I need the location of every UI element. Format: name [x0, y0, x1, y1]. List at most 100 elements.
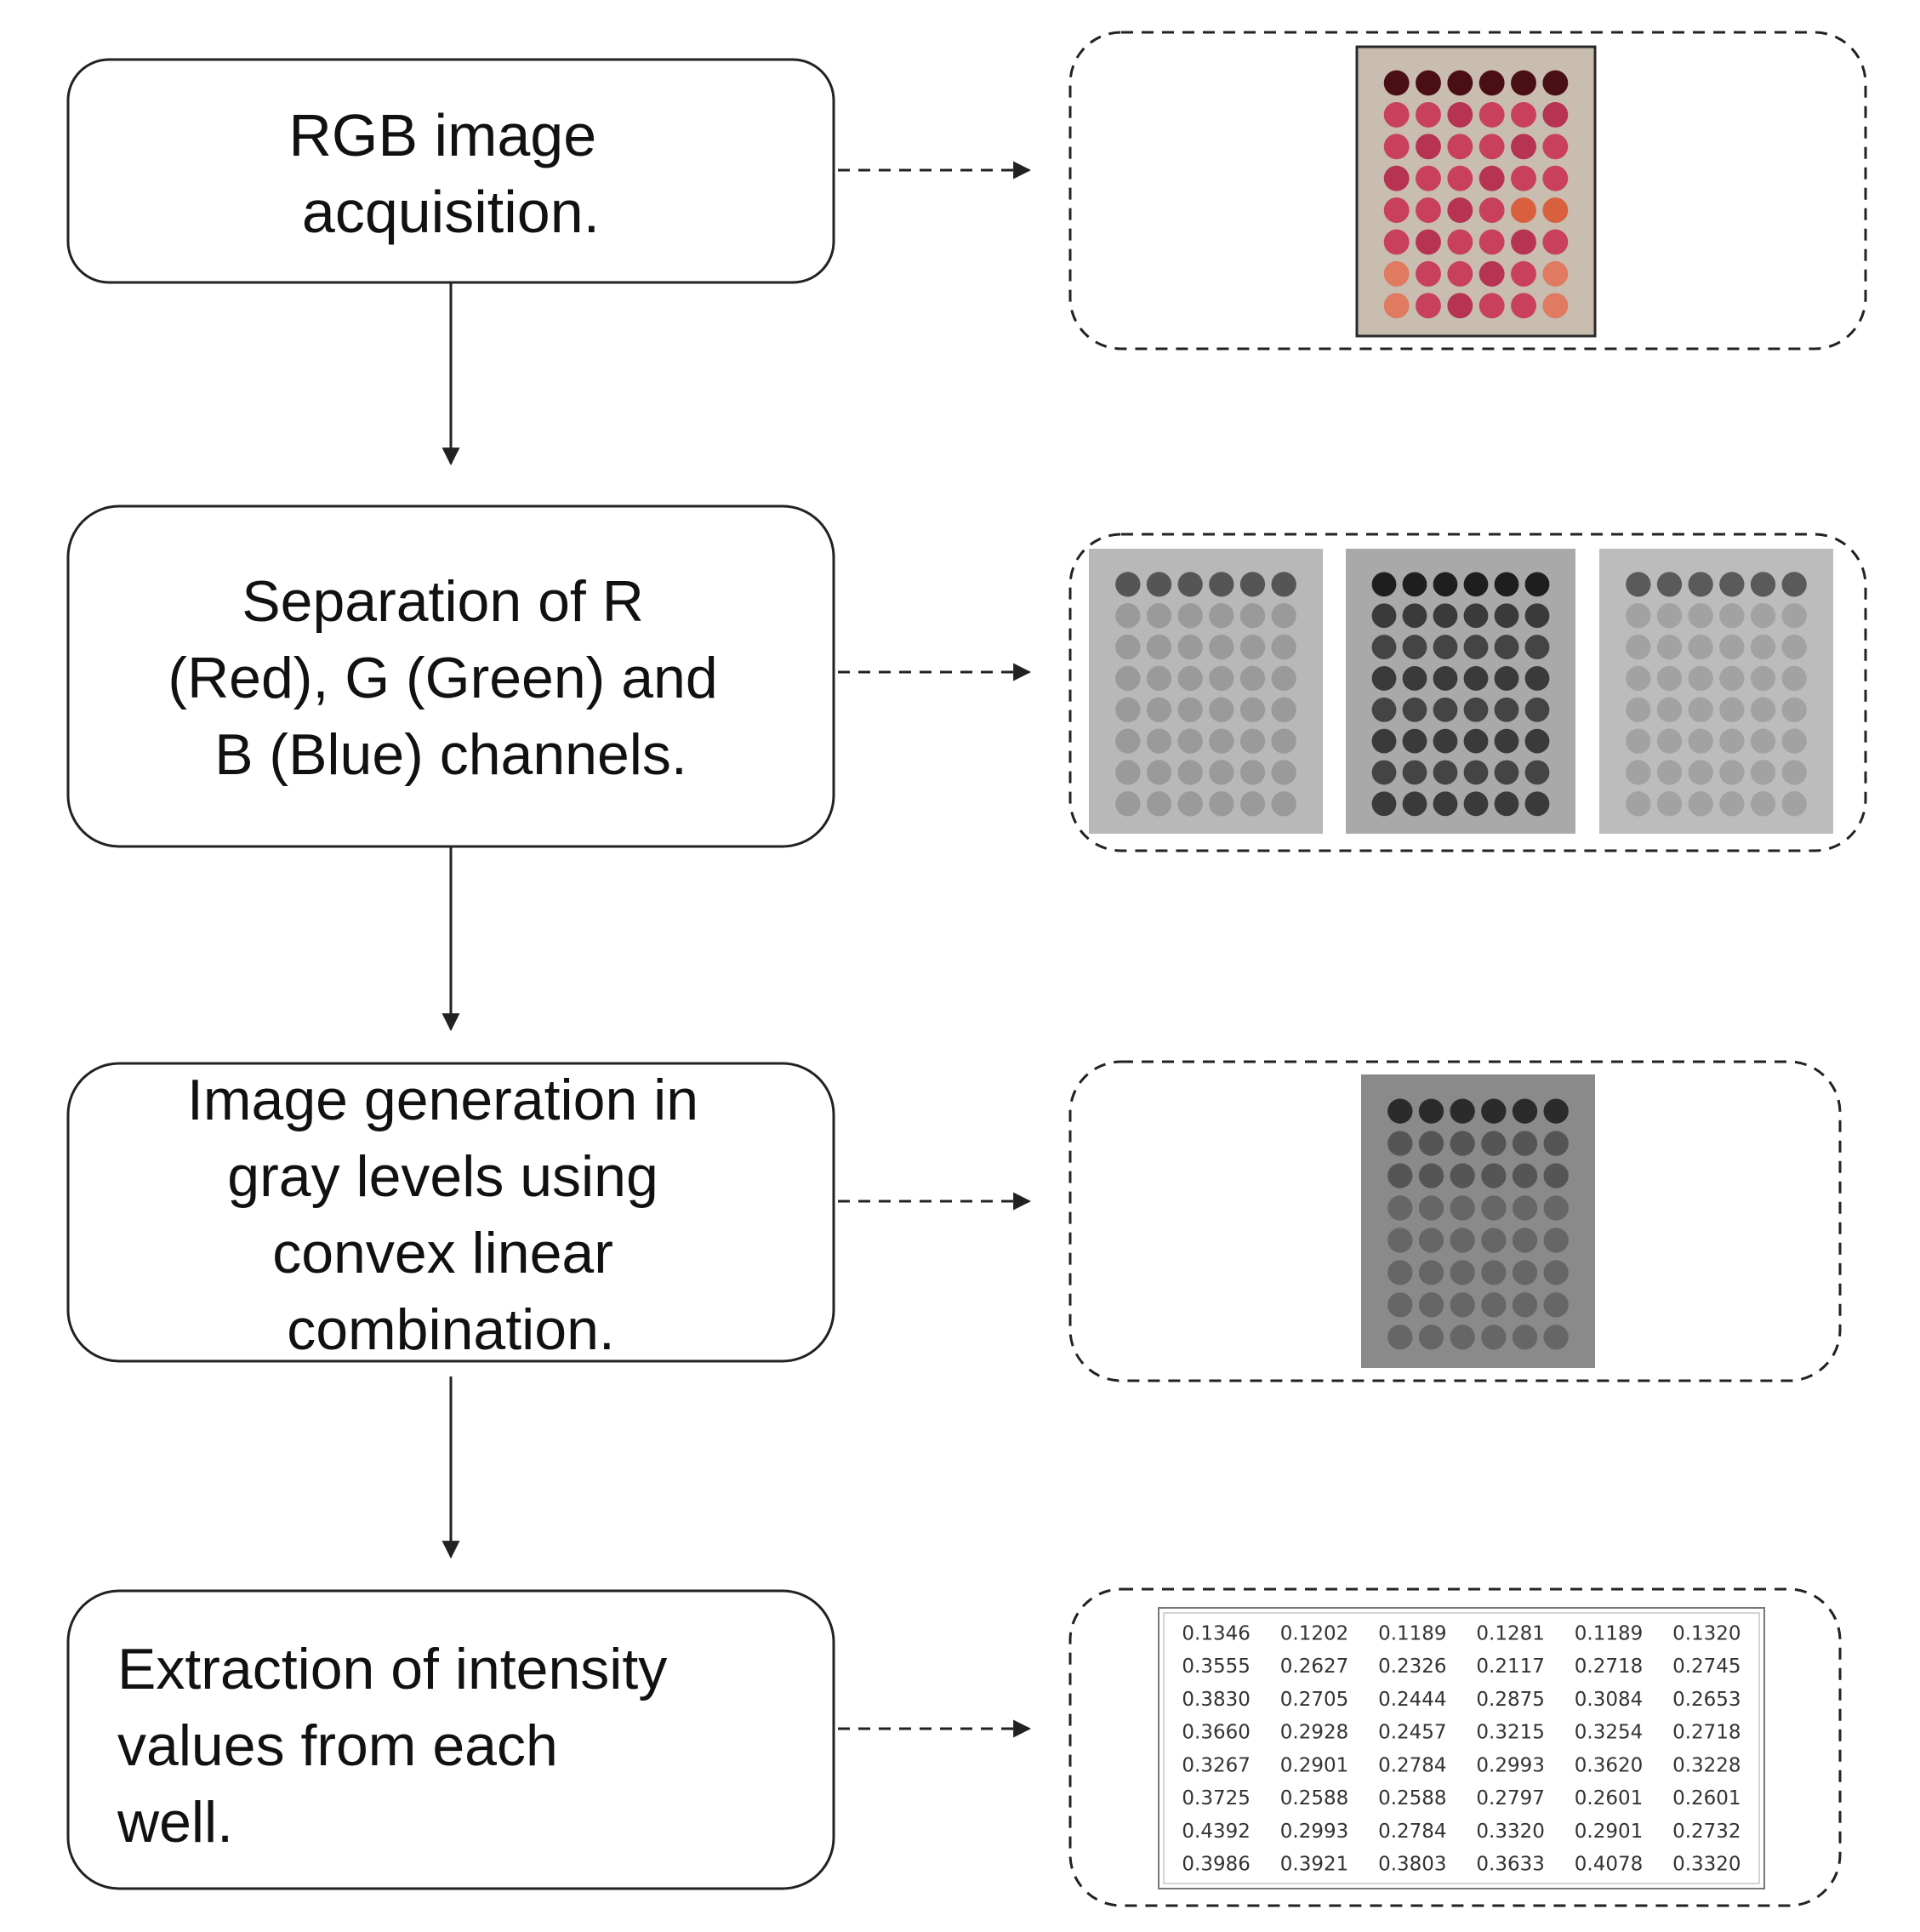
plate-well: [1511, 260, 1536, 287]
table-cell: 0.3986: [1182, 1854, 1250, 1876]
plate-well: [1418, 1131, 1444, 1156]
plate-well: [1463, 603, 1489, 629]
table-cell: 0.3228: [1672, 1754, 1741, 1776]
plate-well: [1433, 603, 1458, 629]
plate-well: [1271, 572, 1296, 597]
table-cell: 0.3254: [1575, 1722, 1643, 1744]
plate-well: [1542, 70, 1569, 96]
table-cell: 0.4078: [1575, 1854, 1643, 1876]
plate-well: [1387, 1292, 1413, 1318]
plate-well: [1115, 634, 1141, 660]
step-1-line-1: RGB image: [288, 102, 596, 168]
plate-well: [1524, 728, 1550, 754]
table-cell: 0.2901: [1280, 1754, 1348, 1776]
plate-well: [1115, 791, 1141, 817]
plate-well: [1542, 101, 1569, 128]
table-cell: 0.1202: [1280, 1622, 1348, 1644]
plate-well: [1416, 260, 1441, 287]
plate-well: [1239, 791, 1266, 817]
step-4-line-3: well.: [117, 1790, 233, 1855]
plate-well: [1416, 197, 1441, 224]
plate-well: [1146, 603, 1172, 629]
plate-well: [1271, 760, 1296, 785]
table-cell: 0.2588: [1378, 1787, 1446, 1809]
plate-well: [1688, 603, 1713, 629]
plate-well: [1688, 665, 1713, 692]
plate-well: [1481, 1292, 1507, 1318]
green-channel-image: [1346, 549, 1575, 834]
plate-well: [1383, 70, 1410, 96]
plate-well: [1447, 293, 1473, 319]
table-cell: 0.1281: [1476, 1622, 1544, 1644]
plate-well: [1209, 603, 1234, 629]
plate-well: [1481, 1260, 1507, 1285]
plate-well: [1481, 1163, 1507, 1188]
plate-well: [1146, 572, 1172, 597]
plate-well: [1271, 697, 1296, 722]
plate-well: [1750, 665, 1776, 692]
plate-well: [1543, 1098, 1569, 1124]
plate-well: [1719, 791, 1745, 817]
plate-well: [1209, 760, 1234, 785]
plate-well: [1512, 1195, 1538, 1221]
plate-well: [1542, 260, 1569, 287]
plate-well: [1781, 572, 1807, 597]
red-channel-image: [1089, 549, 1323, 834]
plate-well: [1177, 728, 1203, 754]
step-3-box: Image generation in gray levels using co…: [66, 1062, 835, 1363]
plate-well: [1402, 760, 1427, 785]
plate-well: [1481, 1195, 1507, 1221]
plate-well: [1512, 1325, 1538, 1350]
plate-well: [1383, 134, 1410, 160]
plate-well: [1688, 697, 1713, 722]
table-cell: 0.3320: [1476, 1821, 1544, 1843]
plate-well: [1750, 760, 1776, 785]
plate-well: [1719, 665, 1745, 692]
plate-well: [1626, 603, 1651, 629]
plate-well: [1781, 665, 1807, 692]
step-4-line-1: Extraction of intensity: [117, 1637, 667, 1701]
plate-well: [1177, 760, 1203, 785]
plate-well: [1450, 1260, 1475, 1285]
plate-well: [1433, 635, 1458, 659]
plate-well: [1463, 666, 1489, 691]
plate-well: [1481, 1325, 1507, 1350]
plate-well: [1450, 1228, 1475, 1253]
step-2-box: Separation of R (Red), G (Green) and B (…: [66, 504, 835, 848]
step-1-line-2: acquisition.: [302, 179, 600, 245]
plate-well: [1447, 101, 1473, 128]
plate-well: [1463, 635, 1489, 659]
table-cell: 0.2326: [1378, 1656, 1446, 1678]
plate-well: [1371, 603, 1397, 629]
plate-well: [1512, 1131, 1538, 1156]
plate-well: [1542, 134, 1569, 160]
step-2-text: Separation of R (Red), G (Green) and B (…: [168, 569, 733, 787]
plate-well: [1383, 260, 1410, 287]
output-panel-3: [1068, 1060, 1842, 1382]
plate-well: [1656, 603, 1683, 629]
plate-well: [1115, 728, 1141, 754]
plate-well: [1463, 697, 1489, 722]
step-3-line-3: convex linear: [272, 1221, 613, 1285]
plate-well: [1542, 165, 1569, 191]
output-panel-2: [1068, 533, 1867, 852]
plate-well: [1463, 572, 1489, 597]
plate-well: [1418, 1228, 1444, 1253]
plate-well: [1271, 634, 1296, 660]
plate-well: [1524, 791, 1550, 817]
plate-well: [1543, 1260, 1569, 1285]
table-cell: 0.2797: [1476, 1787, 1544, 1809]
plate-well: [1387, 1131, 1413, 1156]
plate-well: [1209, 791, 1234, 817]
table-cell: 0.2444: [1378, 1689, 1446, 1711]
plate-well: [1781, 634, 1807, 660]
plate-well: [1239, 603, 1266, 629]
plate-well: [1387, 1260, 1413, 1285]
table-cell: 0.3803: [1378, 1854, 1446, 1876]
plate-well: [1387, 1325, 1413, 1350]
plate-well: [1511, 165, 1536, 191]
plate-well: [1512, 1292, 1538, 1318]
plate-well: [1433, 572, 1458, 597]
